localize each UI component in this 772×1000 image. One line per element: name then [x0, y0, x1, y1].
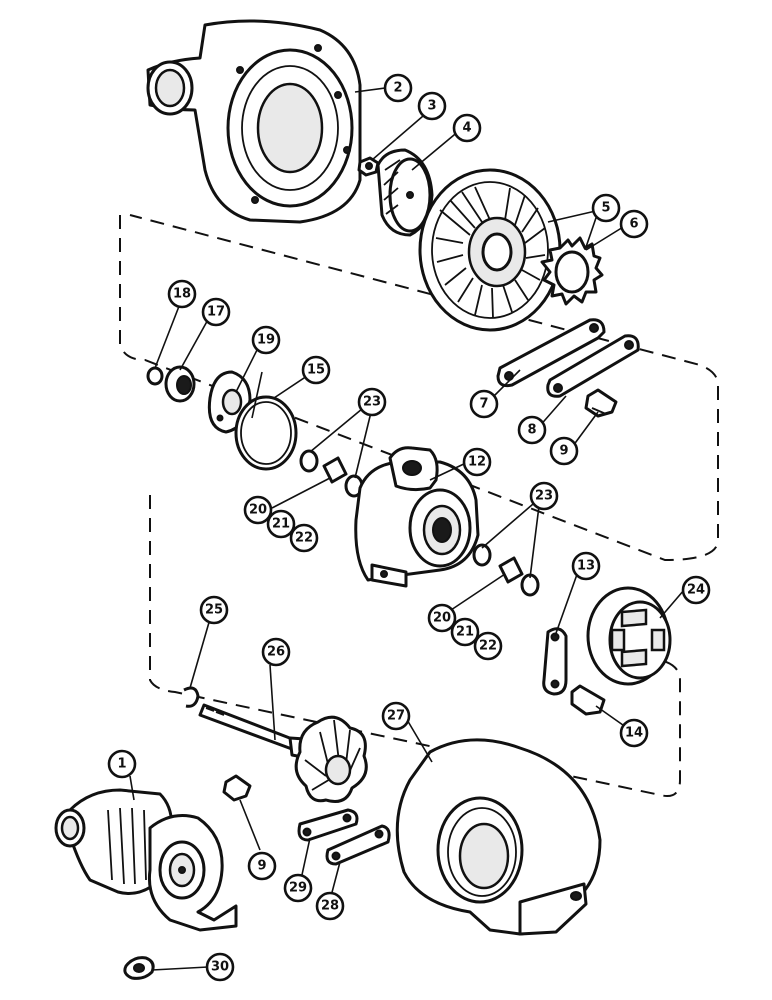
backplate: [418, 168, 562, 332]
thrust-collar: [540, 236, 604, 306]
callout-23-lower: 23: [529, 481, 559, 511]
callout-label: 3: [427, 99, 436, 114]
callout-label: 20: [249, 503, 267, 518]
callout-label: 19: [257, 333, 275, 348]
callout-2: 2: [383, 73, 413, 103]
callout-27: 27: [381, 701, 411, 731]
callout-1: 1: [107, 749, 137, 779]
callout-label: 6: [629, 217, 638, 232]
callout-label: 23: [363, 395, 381, 410]
callout-label: 21: [456, 625, 474, 640]
callout-label: 24: [687, 583, 705, 598]
callout-label: 4: [462, 121, 471, 136]
bolt-14: [570, 684, 606, 716]
journal-bearing-set-right: [472, 543, 540, 597]
callout-14: 14: [619, 718, 649, 748]
callout-15: 15: [301, 355, 331, 385]
o-ring: [234, 395, 298, 471]
turbine-housing: [395, 738, 602, 936]
callout-4: 4: [452, 113, 482, 143]
compressor-wheel: [376, 148, 434, 237]
callout-label: 23: [535, 489, 553, 504]
callout-5: 5: [591, 193, 621, 223]
callout-label: 25: [205, 603, 223, 618]
snap-ring-18: [146, 366, 164, 386]
lock-plate-7: [496, 318, 606, 388]
callout-28: 28: [315, 891, 345, 921]
gasket: [123, 956, 155, 980]
bolt-upper: [584, 388, 618, 418]
callout-label: 18: [173, 287, 191, 302]
callout-label: 27: [387, 709, 405, 724]
callout-label: 22: [479, 639, 497, 654]
callout-label: 17: [207, 305, 225, 320]
callout-20-upper: 20: [243, 495, 273, 525]
callout-25: 25: [199, 595, 229, 625]
callout-6: 6: [619, 209, 649, 239]
callout-label: 21: [272, 517, 290, 532]
callout-22-upper: 22: [289, 523, 319, 553]
callout-13: 13: [571, 551, 601, 581]
callout-label: 29: [289, 881, 307, 896]
callout-label: 9: [257, 859, 266, 874]
lock-plate-28: [325, 824, 391, 866]
callout-label: 14: [625, 726, 643, 741]
callout-23-upper: 23: [357, 387, 387, 417]
callout-label: 2: [393, 81, 402, 96]
callout-label: 5: [601, 201, 610, 216]
callout-24: 24: [681, 575, 711, 605]
callout-label: 28: [321, 899, 339, 914]
callout-label: 15: [307, 363, 325, 378]
callout-20-lower: 20: [427, 603, 457, 633]
callout-label: 1: [117, 757, 126, 772]
snap-ring-25: [183, 686, 200, 708]
callout-label: 7: [479, 397, 488, 412]
lock-plate-29: [297, 808, 359, 842]
lock-plate-8: [546, 334, 640, 398]
callout-label: 20: [433, 611, 451, 626]
upper-group-outline: [119, 214, 719, 562]
callout-label: 22: [295, 531, 313, 546]
callout-30: 30: [205, 952, 235, 982]
thrust-spacer: [164, 365, 196, 403]
compressor-housing: [146, 19, 362, 224]
center-housing: [354, 446, 480, 588]
callout-12: 12: [462, 447, 492, 477]
callout-9-upper: 9: [549, 436, 579, 466]
callout-label: 9: [559, 444, 568, 459]
callout-label: 13: [577, 559, 595, 574]
heat-shield: [586, 586, 672, 686]
callout-21-lower: 21: [450, 617, 480, 647]
callout-label: 12: [468, 455, 486, 470]
callout-18: 18: [167, 279, 197, 309]
callout-3: 3: [417, 91, 447, 121]
turbine-wheel-shaft: [198, 703, 368, 803]
callout-label: 8: [527, 423, 536, 438]
callout-22-lower: 22: [473, 631, 503, 661]
callout-7: 7: [469, 389, 499, 419]
bolt-lower: [222, 774, 252, 802]
turbocharger-assembly: [54, 788, 238, 932]
callout-17: 17: [201, 297, 231, 327]
callout-21-upper: 21: [266, 509, 296, 539]
leader-lines: [129, 87, 685, 971]
callout-label: 26: [267, 645, 285, 660]
callout-29: 29: [283, 873, 313, 903]
callout-9-lower: 9: [247, 851, 277, 881]
journal-bearing-set-left: [299, 449, 364, 498]
callout-26: 26: [261, 637, 291, 667]
lock-plate-13: [542, 627, 568, 696]
callout-19: 19: [251, 325, 281, 355]
callout-8: 8: [517, 415, 547, 445]
callout-label: 30: [211, 960, 229, 975]
lower-group-outline: [149, 495, 681, 797]
compressor-wheel-nut: [357, 156, 380, 177]
